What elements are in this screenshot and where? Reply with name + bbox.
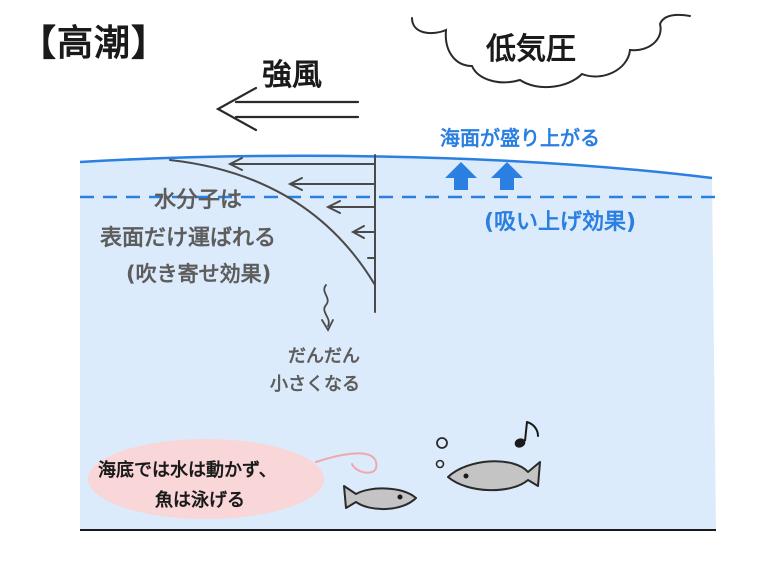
pink-swirl bbox=[315, 452, 378, 474]
wind-arrow-icon bbox=[215, 86, 360, 132]
up-arrow-icon bbox=[491, 162, 523, 190]
diminish-line1: だんだん bbox=[288, 346, 360, 367]
low-pressure-label: 低気圧 bbox=[486, 32, 576, 67]
molecules-line3: (吹き寄せ効果) bbox=[126, 262, 272, 286]
sea-rise-label: 海面が盛り上がる bbox=[440, 126, 600, 150]
up-arrow-icon bbox=[445, 162, 477, 190]
bubble-icon bbox=[435, 459, 445, 469]
cloud-icon bbox=[411, 14, 691, 89]
music-note-icon bbox=[514, 421, 539, 448]
fish-icon bbox=[343, 485, 417, 511]
diminish-arrow-icon bbox=[323, 284, 330, 327]
seabed-note-line1: 海底では水は動かず、 bbox=[98, 460, 277, 481]
diagram-title: 【高潮】 bbox=[20, 23, 169, 64]
seabed-note-bubble bbox=[88, 439, 324, 519]
seabed-note-line2: 魚は泳げる bbox=[155, 490, 245, 511]
molecules-line1: 水分子は bbox=[154, 188, 243, 213]
sea-surface-line bbox=[79, 154, 713, 180]
current-profile bbox=[169, 154, 376, 313]
suction-effect-label: (吸い上げ効果) bbox=[484, 210, 637, 235]
strong-wind-label: 強風 bbox=[262, 58, 322, 93]
bubble-icon bbox=[436, 437, 448, 449]
diminish-line2: 小さくなる bbox=[270, 374, 360, 395]
diminish-arrowhead bbox=[321, 319, 334, 332]
molecules-line2: 表面だけ運ばれる bbox=[100, 226, 277, 251]
sea-water bbox=[80, 155, 716, 531]
fish-icon bbox=[447, 460, 541, 492]
